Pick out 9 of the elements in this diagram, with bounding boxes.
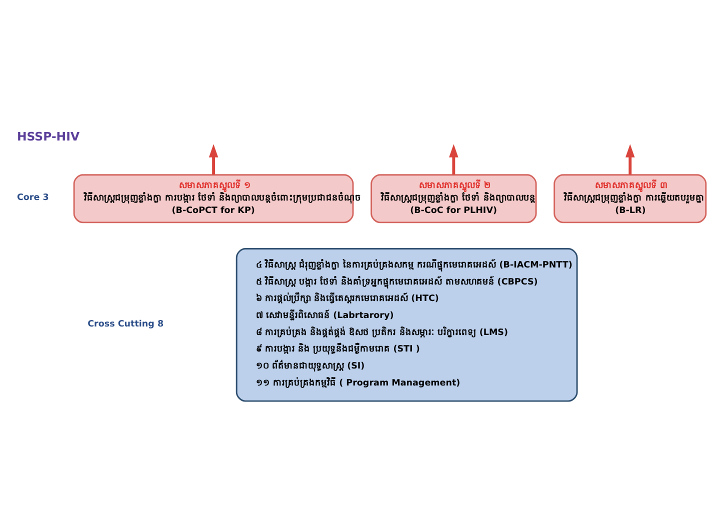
- label: Cross Cutting 8: [88, 319, 164, 330]
- label: Core 3: [16, 193, 49, 204]
- node-box: សមាសភាគស្នូលទី ២ វិធីសាស្ត្រជម្រុញខ្លាំងក្លា ថែទាំ និងព្យាបាលបន្ត (B-CoC for PLHIV): [370, 174, 537, 224]
- arrow: [626, 144, 635, 175]
- diagram-title: HSSP-HIV: [16, 129, 80, 144]
- node-box: សមាសភាគស្នូលទី ៣ វិធីសាស្ត្រជម្រុញខ្លាំងក្លា ការឆ្លើយតបរួមគ្នា (B-LR): [554, 174, 707, 224]
- arrow: [208, 144, 218, 175]
- node-box: ៤ វិធីសាស្ត្រ ជំរុញខ្លាំងក្លា នៃការគ្រប់គ្រងសកម្ម ករណីផ្ទុកមេរោគអេដស៍ (B-IACM-PNTT) ៥ វិធីសាស្ត្រ បង្ការ ថែទាំ និងគាំទ្រអ្នកផ្ទុកមេរោគអេដស៍ តាមសហគមន៍ (CBPCS) ៦ ការផ្តល់ប្រឹក្សា និងធ្វើតេស្តរកមេរោគអេដស៍ (HTC) ៧ សេវាមន្ទីរពិសោធន៍ (Labrtarory) ៨ ការគ្រប់គ្រង និងផ្គត់ផ្គង់ ឱសថ ប្រតិករ និងសម្ភារៈ បរិក្ខារពេទ្យ (LMS) ៩ ការបង្ការ និង ប្រយុទ្ធនឹងជម្ងឺកាមរោគ (STI ) ១០ ព័ត៌មានជាយុទ្ធសាស្ត្រ (SI) ១១ ការគ្រប់គ្រងកម្មវិធី ( Program Management): [236, 248, 578, 402]
- arrow: [449, 144, 458, 175]
